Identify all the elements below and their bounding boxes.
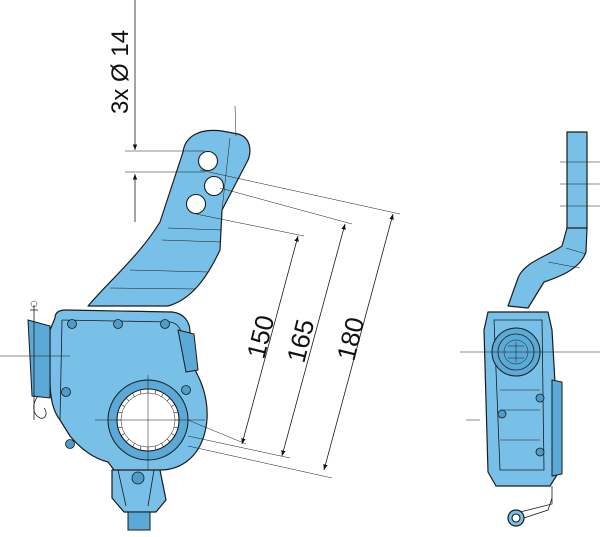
side-view <box>460 131 600 527</box>
spline-tooth <box>139 389 142 394</box>
hole-1 <box>197 150 219 172</box>
spline-tooth <box>166 438 171 443</box>
hole-3 <box>185 193 207 215</box>
spline-tooth <box>139 446 142 451</box>
dimension-150: 150 <box>241 312 281 361</box>
spline-tooth <box>166 397 171 402</box>
spline-tooth <box>132 443 135 447</box>
spline-tooth <box>154 446 157 451</box>
lever-arm <box>87 129 251 307</box>
spline-tooth <box>174 411 179 414</box>
spline-teeth <box>117 389 179 451</box>
front-view <box>0 129 251 531</box>
spline-tooth <box>171 433 175 436</box>
holes-diameter-label: 3x Ø 14 <box>107 30 134 114</box>
spline-tooth <box>121 433 125 436</box>
spline-tooth <box>125 397 130 402</box>
dimension-165: 165 <box>281 316 321 365</box>
spline-tooth <box>161 443 164 447</box>
spline-tooth <box>121 404 125 407</box>
spline-tooth <box>171 404 175 407</box>
spline-tooth <box>154 389 157 394</box>
spline-tooth <box>125 438 130 443</box>
dimension-180: 180 <box>331 314 371 363</box>
spline-tooth <box>161 393 164 397</box>
spline-tooth <box>174 426 179 429</box>
dimensions: 3x Ø 14 150 165 180 <box>107 0 401 479</box>
hole-2 <box>203 175 225 197</box>
spline-tooth <box>132 393 135 397</box>
spline-tooth <box>117 426 122 429</box>
spline-tooth <box>117 411 122 414</box>
